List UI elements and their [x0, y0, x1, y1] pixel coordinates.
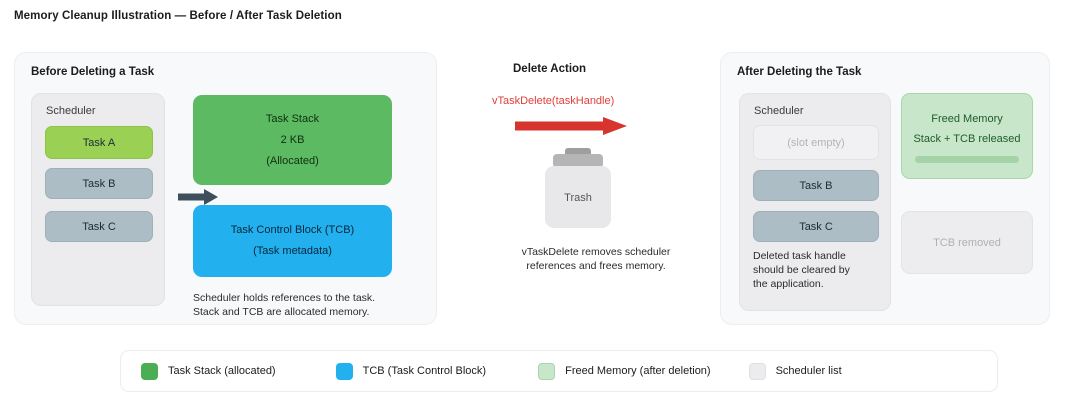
task-stack-title: Task Stack — [265, 112, 320, 125]
scheduler-label-before: Scheduler — [46, 105, 96, 117]
panel-before-heading: Before Deleting a Task — [31, 66, 155, 78]
panel-after-heading: After Deleting the Task — [737, 66, 862, 78]
trash-icon: Trash — [545, 148, 611, 228]
after-caption-line3: the application. — [753, 278, 824, 290]
before-caption-line2: Stack and TCB are allocated memory. — [193, 306, 370, 318]
task-item-b-after[interactable]: Task B — [753, 170, 879, 201]
freed-memory-subtitle: Stack + TCB released — [913, 133, 1021, 145]
legend-item-scheduler-list: Scheduler list — [748, 362, 842, 380]
legend-label-scheduler-list: Scheduler list — [775, 365, 842, 377]
task-item-a-before[interactable]: Task A — [45, 126, 153, 159]
freed-memory-bar — [915, 156, 1019, 163]
task-stack-state: (Allocated) — [266, 154, 319, 167]
after-caption-line2: should be cleared by — [753, 264, 850, 276]
legend-label-freed-memory: Freed Memory (after deletion) — [565, 365, 711, 377]
memory-block-freed: Freed Memory Stack + TCB released — [901, 93, 1033, 179]
tcb-title: Task Control Block (TCB) — [230, 224, 355, 236]
before-caption: Scheduler holds references to the task. … — [193, 291, 428, 319]
legend-item-tcb: TCB (Task Control Block) — [335, 362, 487, 380]
scheduler-list-after: Scheduler (slot empty) Task B Task C Del… — [739, 93, 891, 311]
trash-label: Trash — [564, 192, 592, 204]
legend-item-freed-memory: Freed Memory (after deletion) — [538, 362, 711, 380]
arrow-right-icon — [178, 189, 218, 205]
task-slot-empty[interactable]: (slot empty) — [753, 125, 879, 160]
tcb-removed-label: TCB removed — [933, 236, 1001, 249]
delete-caption-line2: references and frees memory. — [526, 260, 666, 272]
memory-block-task-stack: Task Stack 2 KB (Allocated) — [193, 95, 392, 185]
vtaskdelete-code-label: vTaskDelete(taskHandle) — [492, 95, 615, 107]
legend-label-task-stack: Task Stack (allocated) — [168, 365, 276, 377]
scheduler-list-before: Scheduler Task A Task B Task C — [31, 93, 165, 306]
before-caption-line1: Scheduler holds references to the task. — [193, 292, 376, 304]
delete-action-heading: Delete Action — [513, 63, 587, 75]
legend-swatch-task-stack — [141, 362, 158, 380]
arrow-right-red-icon — [515, 117, 627, 135]
memory-block-tcb: Task Control Block (TCB) (Task metadata) — [193, 205, 392, 277]
after-caption: Deleted task handle should be cleared by… — [753, 249, 885, 291]
memory-block-tcb-removed: TCB removed — [901, 211, 1033, 274]
legend-swatch-freed-memory — [538, 362, 556, 380]
task-item-b-before[interactable]: Task B — [45, 168, 153, 199]
freed-memory-title: Freed Memory — [931, 113, 1003, 125]
legend: Task Stack (allocated) TCB (Task Control… — [120, 350, 998, 392]
task-stack-size: 2 KB — [280, 133, 305, 146]
delete-action-caption: vTaskDelete removes scheduler references… — [496, 245, 696, 273]
panel-before-deleting: Before Deleting a Task Scheduler Task A … — [14, 52, 437, 325]
legend-label-tcb: TCB (Task Control Block) — [362, 365, 487, 377]
delete-caption-line1: vTaskDelete removes scheduler — [521, 246, 671, 258]
tcb-subtitle: (Task metadata) — [253, 245, 332, 257]
legend-swatch-scheduler-list — [748, 362, 766, 380]
after-caption-line1: Deleted task handle — [753, 250, 846, 262]
scheduler-label-after: Scheduler — [754, 105, 804, 117]
task-item-c-after[interactable]: Task C — [753, 211, 879, 242]
legend-item-task-stack: Task Stack (allocated) — [141, 362, 276, 380]
panel-after-deleting: After Deleting the Task Scheduler (slot … — [720, 52, 1050, 325]
task-item-c-before[interactable]: Task C — [45, 211, 153, 242]
legend-swatch-tcb — [335, 362, 353, 380]
page-title: Memory Cleanup Illustration — Before / A… — [14, 10, 342, 22]
